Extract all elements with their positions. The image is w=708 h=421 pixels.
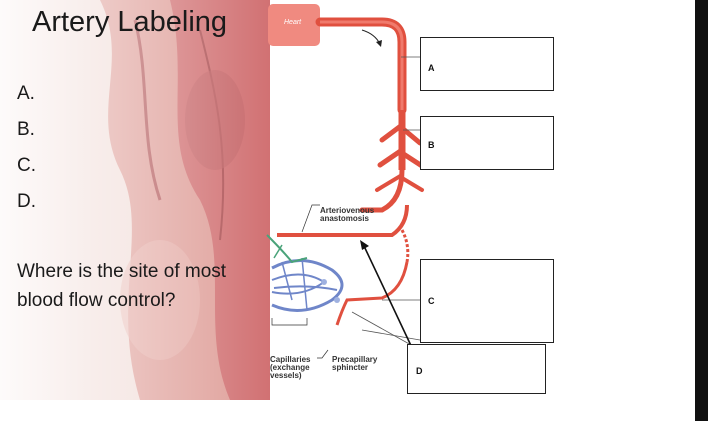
window-edge-bar bbox=[695, 0, 708, 421]
artery-diagram-svg bbox=[266, 4, 425, 359]
label-box-a[interactable] bbox=[420, 37, 554, 91]
answer-item-b: B. bbox=[17, 119, 35, 140]
slide: Artery Labeling A. B. C. D. Where is the… bbox=[0, 0, 695, 400]
label-box-c-letter: C bbox=[428, 296, 435, 306]
question-text: Where is the site of most blood flow con… bbox=[17, 261, 227, 311]
label-box-c[interactable] bbox=[420, 259, 554, 343]
answer-item-a: A. bbox=[17, 83, 35, 104]
label-box-a-letter: A bbox=[428, 63, 435, 73]
label-box-d-letter: D bbox=[416, 366, 423, 376]
label-box-b[interactable] bbox=[420, 116, 554, 170]
slide-title: Artery Labeling bbox=[32, 6, 228, 38]
tissue-background-image bbox=[0, 0, 270, 400]
label-box-d[interactable] bbox=[407, 344, 546, 394]
bottom-strip bbox=[0, 400, 695, 421]
heart-block bbox=[268, 4, 320, 46]
heart-label: Heart bbox=[284, 19, 302, 26]
answer-item-d: D. bbox=[17, 191, 36, 212]
label-answer-list: A. B. C. D. bbox=[17, 76, 36, 220]
capillaries-label: Capillaries (exchange vessels) bbox=[270, 355, 311, 380]
answer-item-c: C. bbox=[17, 155, 36, 176]
precapillary-sphincter-label: Precapillary sphincter bbox=[332, 355, 378, 372]
label-box-b-letter: B bbox=[428, 140, 435, 150]
artery-diagram: Heart Arteriovenous anastomosis Capillar… bbox=[262, 0, 695, 400]
anastomosis-label: Arteriovenous anastomosis bbox=[320, 206, 375, 223]
